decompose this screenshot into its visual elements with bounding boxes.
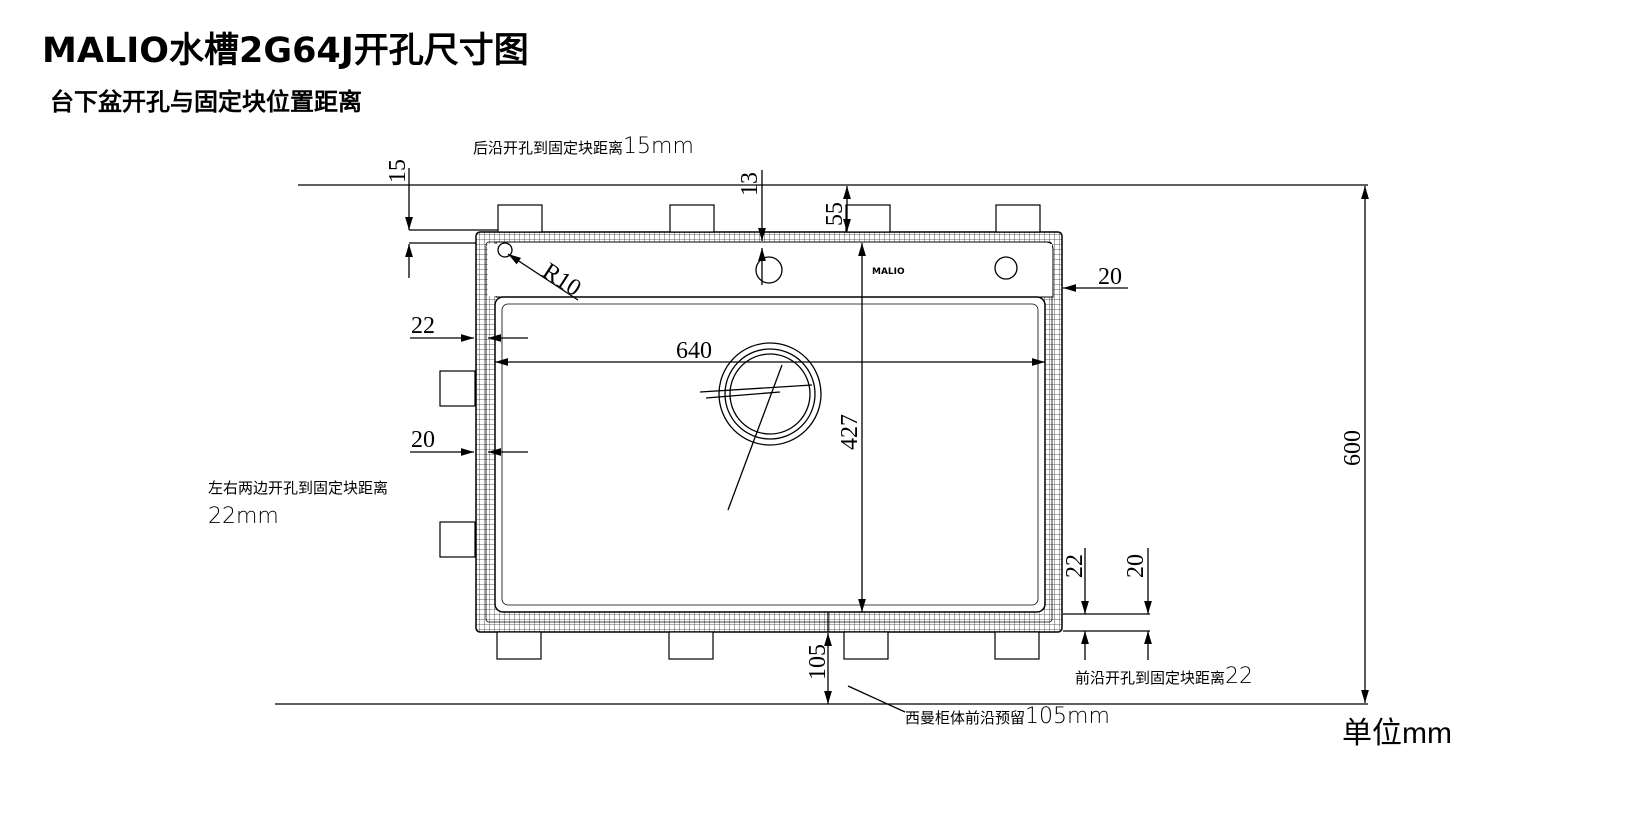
svg-text:20: 20 bbox=[1123, 554, 1149, 578]
fixing-block bbox=[669, 204, 715, 233]
dim-left-gap: 20 bbox=[410, 427, 528, 456]
cabinet-note: 西曼柜体前沿预留105mm bbox=[905, 704, 1110, 729]
dim-width: 640 bbox=[495, 338, 1045, 366]
dim-front-gap: 20 bbox=[1123, 548, 1152, 660]
fixing-block bbox=[995, 204, 1041, 233]
dim-overall-depth: 600 bbox=[1340, 186, 1369, 703]
svg-text:600: 600 bbox=[1340, 430, 1366, 466]
svg-text:427: 427 bbox=[837, 414, 863, 450]
svg-text:22: 22 bbox=[411, 313, 435, 339]
svg-text:105: 105 bbox=[805, 644, 831, 680]
fixing-block bbox=[994, 631, 1040, 660]
rear-note: 后沿开孔到固定块距离15mm bbox=[473, 134, 694, 159]
dim-rear-to-bowl: 55 bbox=[822, 186, 851, 232]
fixing-block bbox=[439, 521, 476, 558]
page-subtitle: 台下盆开孔与固定块位置距离 bbox=[50, 88, 362, 116]
page-title: MALIO水槽2G64J开孔尺寸图 bbox=[42, 31, 529, 71]
svg-text:15: 15 bbox=[385, 159, 411, 183]
drain bbox=[699, 342, 822, 511]
fixing-block bbox=[496, 631, 542, 660]
dim-right-gap: 20 bbox=[1063, 264, 1128, 292]
sides-note: 左右两边开孔到固定块距离 bbox=[208, 479, 388, 497]
svg-text:22: 22 bbox=[1062, 554, 1088, 578]
corner-radius-mark bbox=[497, 242, 513, 258]
svg-text:640: 640 bbox=[676, 338, 712, 364]
dim-cabinet-front: 105 bbox=[805, 612, 906, 713]
fixing-blocks bbox=[439, 204, 1041, 660]
tap-hole bbox=[755, 256, 783, 284]
svg-text:55: 55 bbox=[822, 202, 848, 226]
brand-mark: MALIO bbox=[872, 267, 905, 277]
svg-text:20: 20 bbox=[1098, 264, 1122, 290]
soap-hole bbox=[994, 256, 1018, 280]
fixing-block bbox=[497, 204, 543, 233]
svg-text:20: 20 bbox=[411, 427, 435, 453]
dim-rear-gap: 15 bbox=[385, 159, 498, 278]
unit-label: 单位mm bbox=[1342, 717, 1452, 750]
dim-left-block-gap: 22 bbox=[410, 313, 528, 342]
fixing-block bbox=[668, 631, 714, 660]
dim-front-block-gap: 22 bbox=[1062, 548, 1150, 660]
svg-text:13: 13 bbox=[737, 172, 763, 196]
dim-tap-offset: 13 bbox=[737, 170, 766, 285]
dim-depth: 427 bbox=[837, 243, 866, 612]
sides-note-value: 22mm bbox=[208, 504, 279, 529]
sink-bowl bbox=[494, 296, 1046, 613]
sink-deck bbox=[488, 244, 1052, 296]
front-note: 前沿开孔到固定块距离22 bbox=[1075, 664, 1253, 689]
fixing-block bbox=[843, 631, 889, 660]
fixing-block bbox=[439, 370, 476, 407]
fixing-block bbox=[845, 204, 891, 233]
